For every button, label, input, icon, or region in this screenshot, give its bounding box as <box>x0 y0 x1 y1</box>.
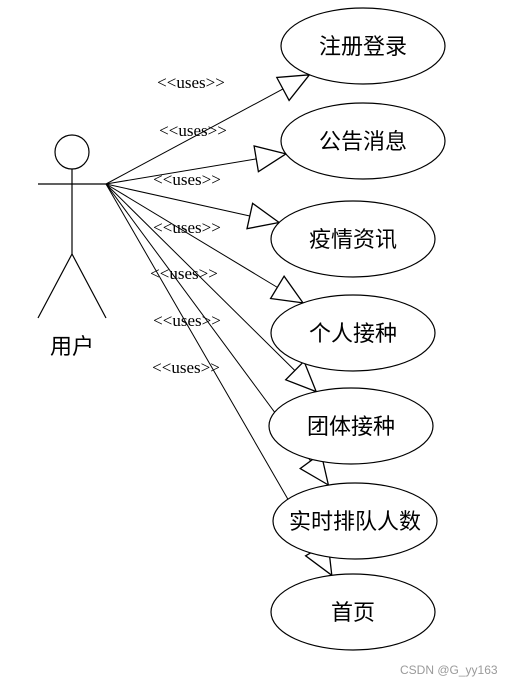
use-case-ellipse <box>280 102 446 180</box>
association-line <box>105 158 257 185</box>
actor-left-leg <box>37 253 73 319</box>
use-case-label: 公告消息 <box>319 129 407 154</box>
association-line <box>105 88 284 185</box>
association-line <box>105 183 278 288</box>
use-case-label: 注册登录 <box>319 34 407 59</box>
use-case-label: 首页 <box>331 600 375 625</box>
uses-label: <<uses>> <box>153 311 221 330</box>
uses-label: <<uses>> <box>159 121 227 140</box>
use-case-label: 疫情资讯 <box>309 227 397 252</box>
actor-head <box>54 134 90 170</box>
arrowhead-triangle <box>275 74 311 102</box>
uses-label: <<uses>> <box>150 264 218 283</box>
uses-label: <<uses>> <box>157 73 225 92</box>
use-case-label: 个人接种 <box>309 321 397 346</box>
use-case-ellipse <box>270 294 436 372</box>
use-case-label: 实时排队人数 <box>289 509 421 534</box>
arrowhead-triangle <box>284 360 318 393</box>
actor-right-leg <box>71 253 107 319</box>
watermark: CSDN @G_yy163 <box>400 663 498 677</box>
uses-label: <<uses>> <box>152 358 220 377</box>
arrowhead-triangle <box>253 145 288 173</box>
uses-label: <<uses>> <box>153 218 221 237</box>
use-case-ellipse <box>280 7 446 85</box>
association-line <box>105 183 318 550</box>
arrowhead-triangle <box>246 202 281 230</box>
association-line <box>105 183 250 217</box>
actor-label: 用户 <box>50 334 94 359</box>
relationship-labels: <<uses>> <<uses>> <<uses>> <<uses>> <<uses>>… <box>150 73 227 377</box>
arrowhead-triangle <box>269 275 305 304</box>
use-case-ellipse <box>272 482 438 560</box>
actor-user: 用户 <box>37 134 107 359</box>
association-lines <box>105 74 333 577</box>
use-case-ellipse <box>270 200 436 278</box>
use-case-ellipse <box>268 387 434 465</box>
uses-label: <<uses>> <box>153 170 221 189</box>
use-case-ellipse <box>270 573 436 651</box>
association-line <box>105 183 296 371</box>
use-case-label: 团体接种 <box>307 414 395 439</box>
